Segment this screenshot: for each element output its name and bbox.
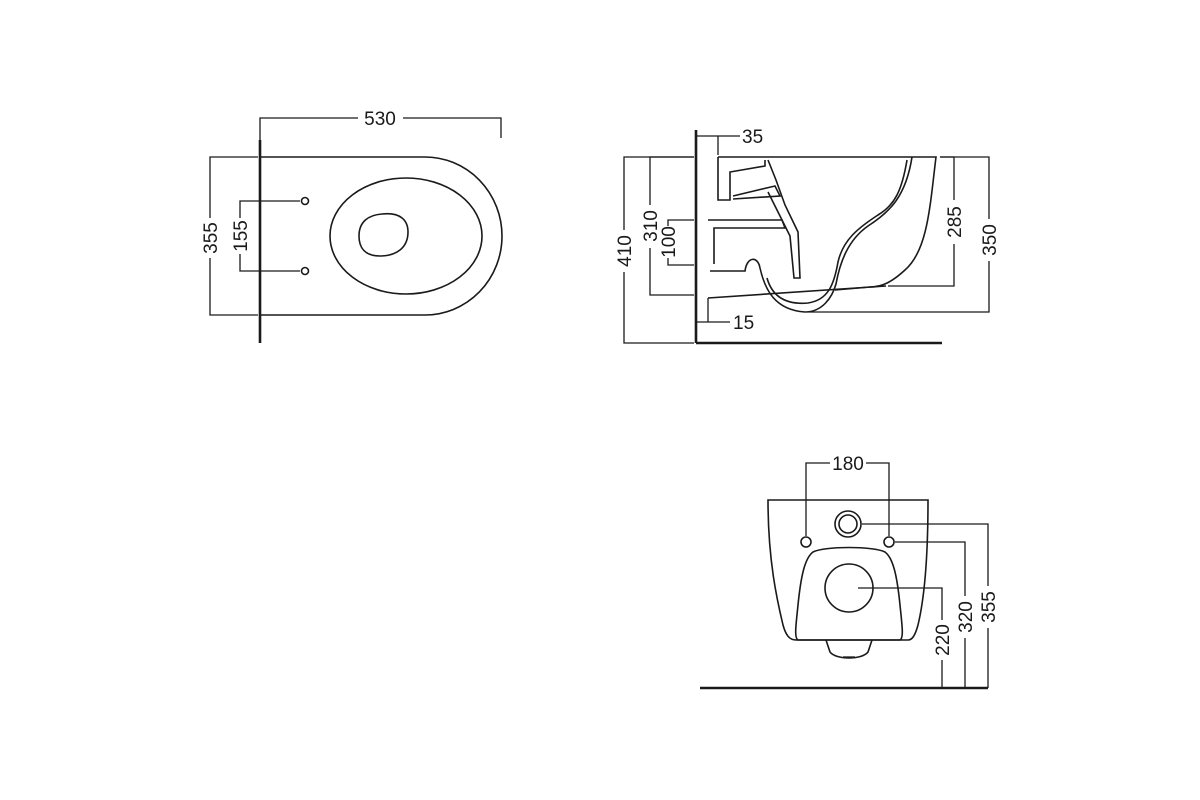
dim-line-355-top [209, 156, 258, 218]
bowl-inner [766, 159, 908, 305]
outlet-spigot [825, 639, 873, 659]
siphon-wall [767, 159, 801, 279]
top-view: 530 355 155 [201, 109, 503, 343]
dim-line-410-bottom [623, 272, 694, 344]
dim-line-220-top [858, 587, 943, 620]
dim-line-285-bottom [888, 244, 955, 287]
fixing-hole-icon [300, 196, 310, 206]
inlet-channel [732, 185, 782, 200]
fixing-hole-icon [300, 266, 310, 276]
dim-fixing-height-label: 320 [956, 601, 977, 633]
dim-width-label: 530 [364, 109, 396, 130]
dim-line-355-top [862, 523, 989, 586]
dim-fixing-label: 155 [231, 220, 252, 252]
dim-projection-label: 35 [742, 127, 763, 148]
dim-line-350-top [940, 156, 990, 219]
dim-line-155-bottom [239, 254, 300, 272]
dim-line-180-right [866, 462, 890, 536]
dim-depth-label: 355 [201, 222, 222, 254]
dim-line-100-top [667, 219, 694, 226]
dim-line-310-bottom [649, 248, 694, 296]
trap-outline [710, 156, 913, 313]
flush-inlet [717, 157, 766, 201]
dim-line-530-right [403, 117, 502, 138]
dim-line-310-top [649, 156, 694, 205]
inlet-inner-icon [838, 514, 858, 534]
side-view: 35 15 410 310 100 285 350 [615, 127, 1001, 345]
front-view: 180 220 320 355 [700, 454, 1000, 690]
dim-line-350-bottom [808, 261, 990, 313]
outlet-pipe [708, 219, 787, 264]
dim-350-label: 350 [980, 224, 1001, 256]
body-outline [767, 499, 929, 641]
bowl-rim [329, 177, 483, 295]
dim-line-100-bottom [667, 258, 694, 266]
inlet-outer-icon [834, 510, 862, 538]
dim-inlet-label: 100 [659, 226, 680, 258]
dim-310-label: 310 [641, 210, 662, 242]
base-line [707, 285, 887, 299]
dim-gap-label: 15 [733, 313, 754, 334]
dim-front-fixing-label: 180 [832, 454, 864, 475]
dim-line-155-top [239, 200, 300, 218]
dim-outlet-height-label: 220 [933, 624, 954, 656]
fixing-hole-icon [800, 536, 812, 548]
dim-285-label: 285 [945, 206, 966, 238]
dim-line-285-top [940, 156, 955, 200]
dim-bowl-height-label: 355 [979, 591, 1000, 623]
drain-opening [358, 212, 409, 257]
dim-line-180-left [805, 462, 830, 536]
dim-line-355-bottom [209, 258, 258, 316]
seat-outline [794, 546, 904, 641]
dim-total-height-label: 410 [615, 235, 636, 267]
dim-line-320-top [895, 541, 966, 596]
dim-line-530-left [259, 117, 358, 140]
bowl-outline [260, 156, 503, 316]
fixing-hole-icon [883, 536, 895, 548]
